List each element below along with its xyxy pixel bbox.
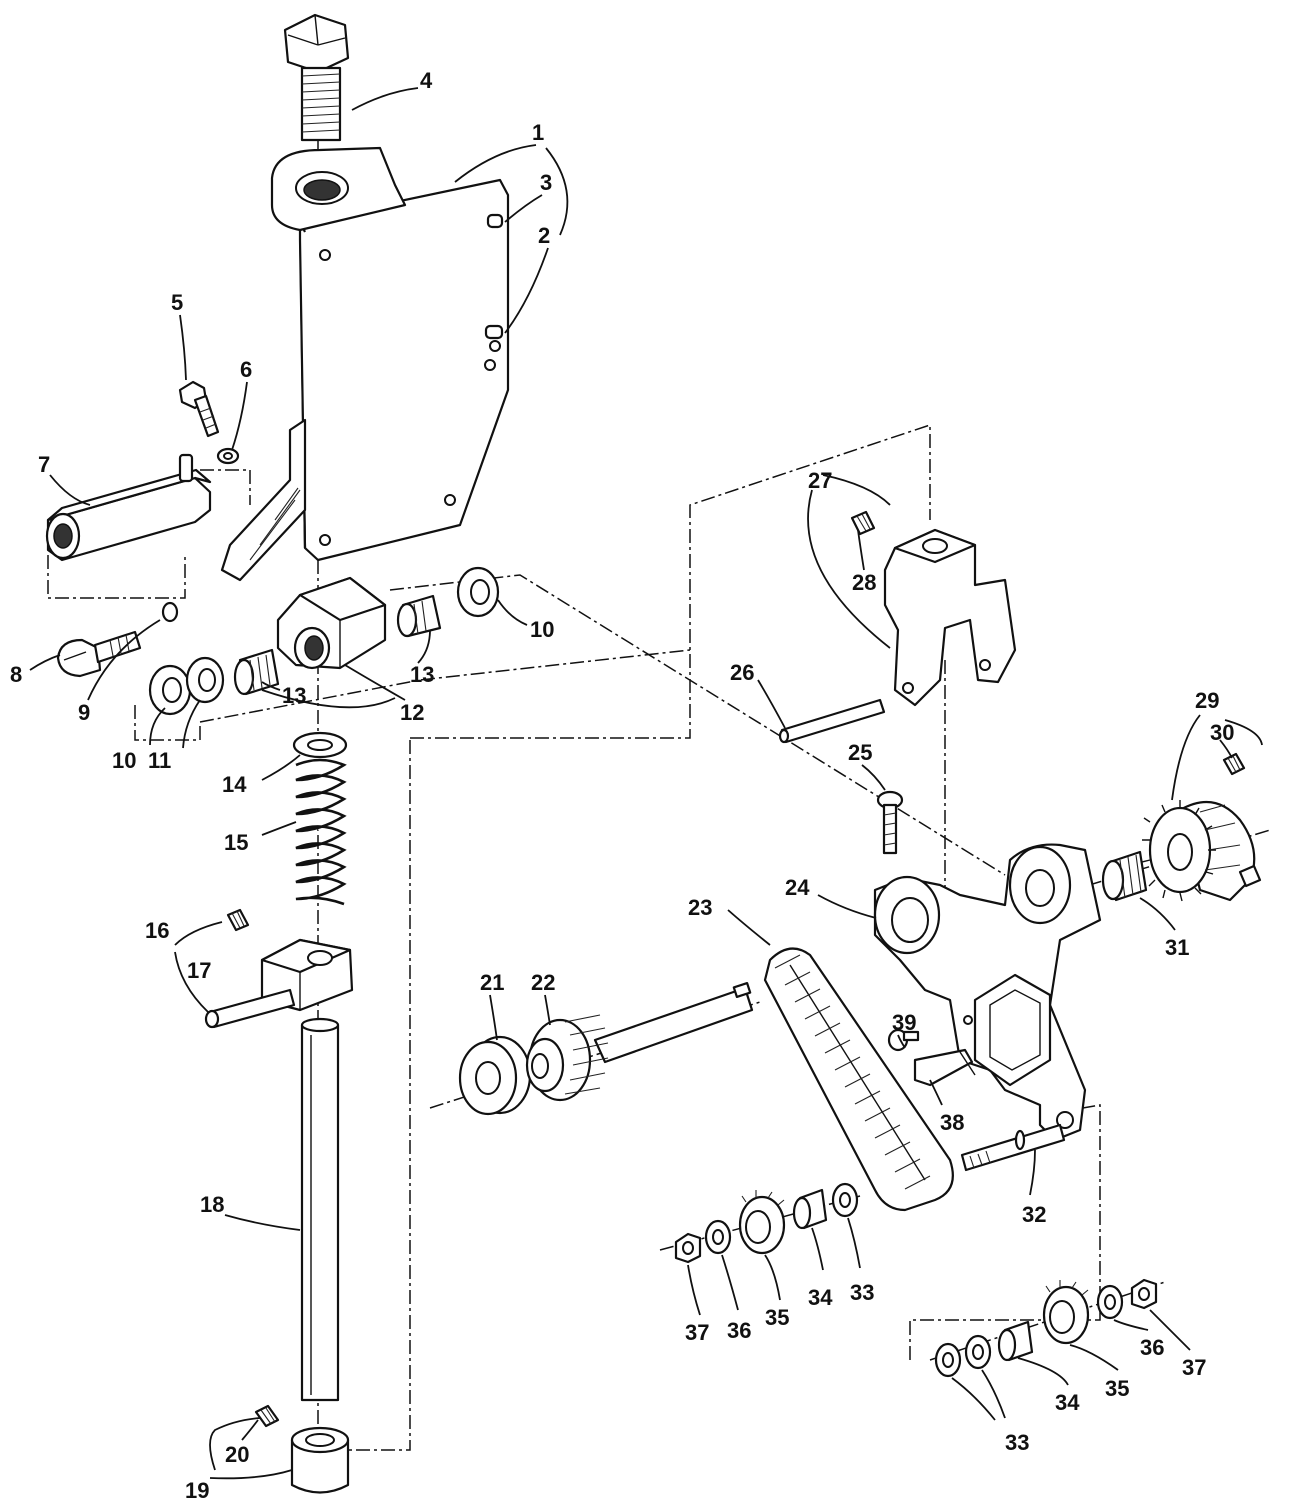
part-8-thumb-screw [56,630,142,678]
callout-10a: 10 [530,617,554,642]
part-19-collar [290,1426,350,1494]
callout-18: 18 [200,1192,224,1217]
part-25-screw [876,790,904,855]
part-21-bearing [458,1035,532,1116]
callout-32: 32 [1022,1202,1046,1227]
callout-31: 31 [1165,935,1189,960]
callout-35b: 35 [1105,1376,1129,1401]
part-33-washer-a [831,1182,859,1218]
part-36-washer-b [1096,1284,1124,1320]
part-9-o-ring [161,601,179,623]
part-13-bushing-right [396,594,442,638]
callout-8: 8 [10,662,22,687]
callout-2: 2 [538,223,550,248]
callout-5: 5 [171,290,183,315]
part-36-washer-a [704,1219,732,1255]
part-33-washer-b1 [934,1342,962,1378]
part-16-collar-block [204,938,354,1029]
callout-24: 24 [785,875,810,900]
part-10-washer-left [148,664,192,716]
callout-17: 17 [187,958,211,983]
callout-10b: 10 [112,748,136,773]
part-14-washer [292,731,348,759]
part-20-set-screw [254,1404,280,1428]
callout-23: 23 [688,895,712,920]
callout-14: 14 [222,772,247,797]
callout-21: 21 [480,970,504,995]
part-18-shaft [300,1017,340,1402]
callout-11: 11 [148,748,171,773]
callout-16: 16 [145,918,169,943]
callout-26: 26 [730,660,754,685]
callout-36b: 36 [1140,1335,1164,1360]
callout-4: 4 [420,68,433,93]
callout-28: 28 [852,570,876,595]
leader-lines [29,87,1263,1480]
part-15-spring [295,758,347,906]
part-11-washer [185,656,225,704]
part-31-bushing [1101,850,1148,902]
part-29-sprocket [1141,800,1256,902]
callout-39: 39 [892,1010,916,1035]
callout-12: 12 [400,700,424,725]
part-6-lock-washer [216,447,240,465]
callout-25: 25 [848,740,872,765]
callout-1: 1 [532,120,544,145]
part-10-washer-right [456,566,500,618]
part-4-hex-bolt [283,13,350,142]
callout-34b: 34 [1055,1390,1080,1415]
part-33-washer-b2 [964,1334,992,1370]
callout-37a: 37 [685,1320,709,1345]
callout-36a: 36 [727,1318,751,1343]
callout-27: 27 [808,468,832,493]
callout-19: 19 [185,1478,209,1503]
callout-34a: 34 [808,1285,833,1310]
part-37-nut-a [674,1232,702,1264]
callout-13a: 13 [410,662,434,687]
callout-22: 22 [531,970,555,995]
callout-33a: 33 [850,1280,874,1305]
part-24-housing [873,843,1102,1142]
part-13-bushing-left [233,648,280,696]
part-3-dowel-pin [486,213,504,229]
part-5-cap-screw [178,380,220,438]
callout-6: 6 [240,357,252,382]
part-35-gear-a [738,1190,786,1255]
part-38-spring-clip [913,1048,976,1087]
callout-30: 30 [1210,720,1234,745]
callout-20: 20 [225,1442,249,1467]
part-34-spacer-b [997,1320,1034,1362]
part-2-dowel-pin [484,324,504,352]
part-7-hex-sleeve [45,453,212,562]
callout-35a: 35 [765,1305,789,1330]
callout-9: 9 [78,700,90,725]
callout-labels: 1 2 3 4 5 6 7 8 9 10 10 11 12 13 13 14 1… [10,68,1234,1503]
part-30b-set-screw [1238,864,1262,888]
callout-29: 29 [1195,688,1219,713]
callout-38: 38 [940,1110,964,1135]
part-17-set-screw [226,908,250,932]
callout-7: 7 [38,452,50,477]
callout-3: 3 [540,170,552,195]
part-26-pin [778,698,886,744]
part-30-set-screw [1222,752,1246,776]
callout-33b: 33 [1005,1430,1029,1455]
part-35-gear-b [1042,1280,1090,1345]
callout-37b: 37 [1182,1355,1206,1380]
part-22-pulley-shaft [525,981,754,1102]
part-34-spacer-a [792,1188,828,1230]
part-32-stud-pin [960,1123,1066,1172]
callout-13b: 13 [282,683,306,708]
part-1-bracket-plate [220,146,510,582]
part-27-yoke [883,528,1017,707]
part-23-timing-belt [763,947,954,1212]
part-37-nut-b [1130,1278,1158,1310]
part-12-block [276,576,387,670]
part-28-set-screw [850,510,876,536]
callout-15: 15 [224,830,248,855]
